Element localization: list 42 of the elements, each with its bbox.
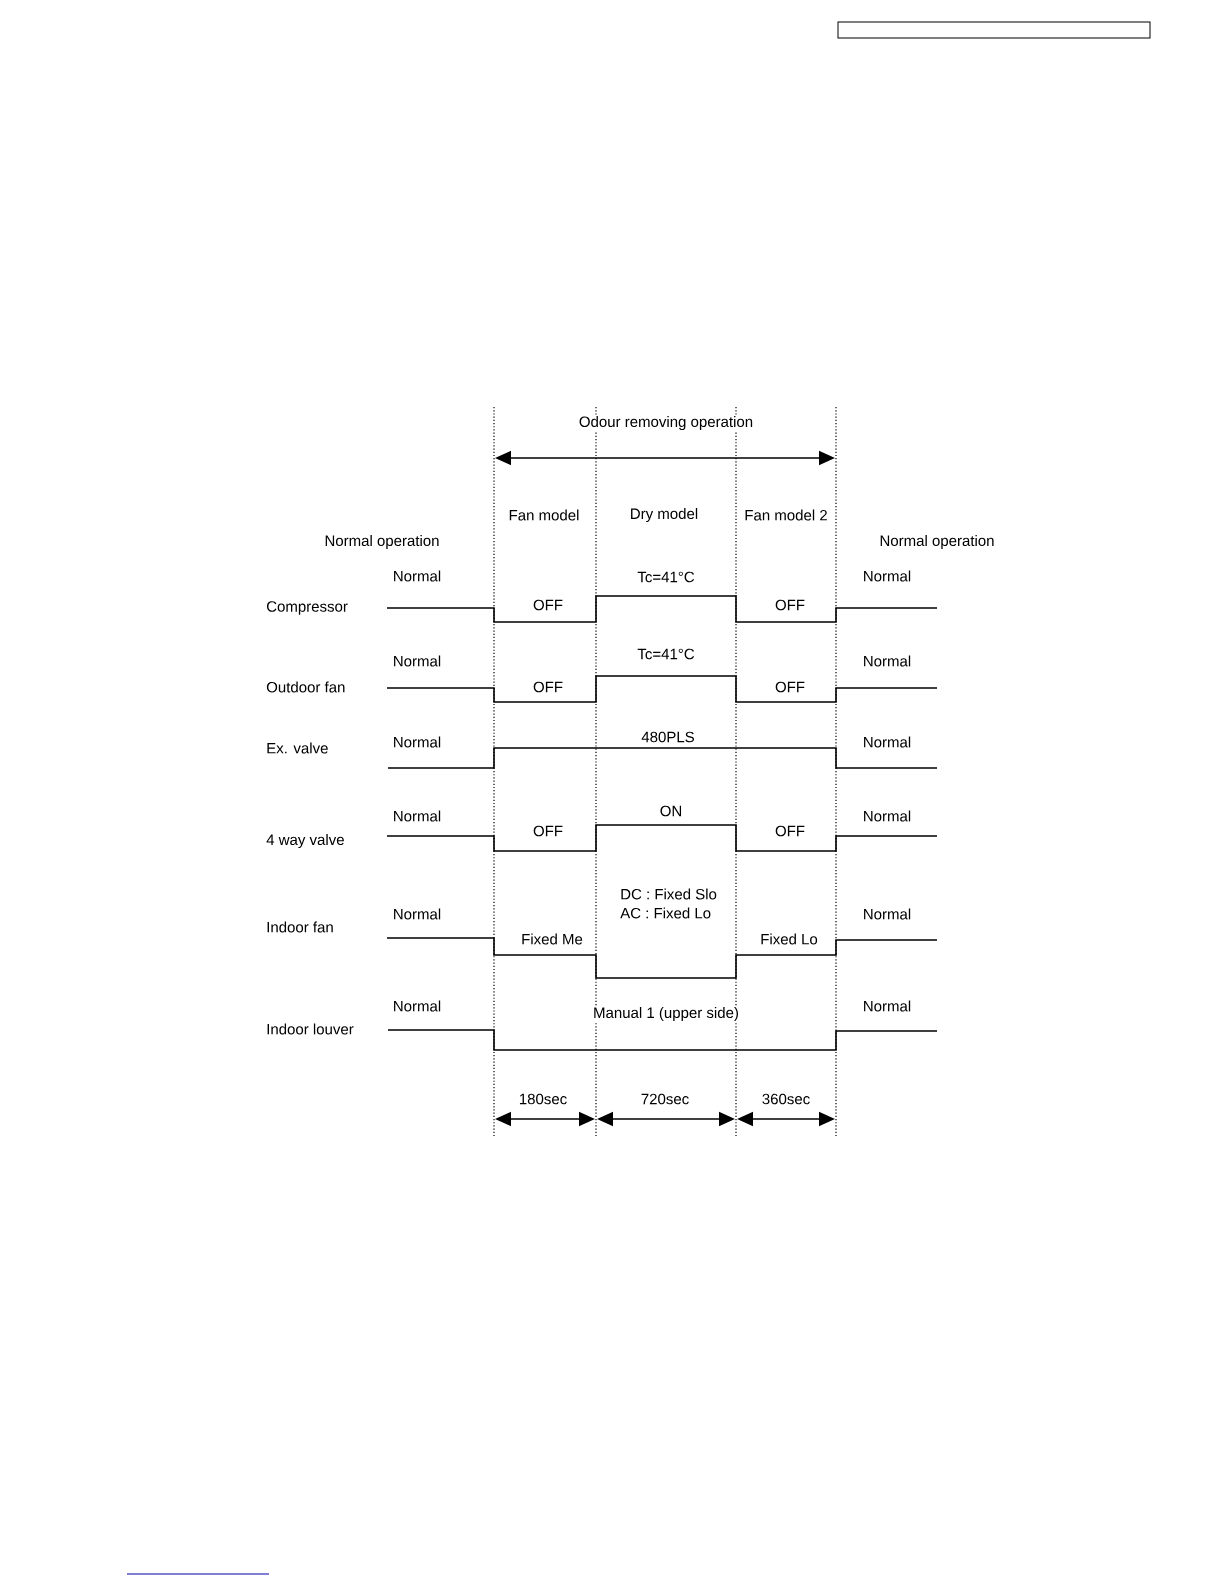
label: Manual 1 (upper side) — [592, 1006, 740, 1022]
label: 4 way valve — [265, 833, 346, 849]
label: AC : Fixed Lo — [619, 906, 713, 920]
label: OFF — [532, 824, 564, 838]
label: Normal — [391, 654, 443, 668]
label: 180sec — [517, 1092, 569, 1106]
label: Normal — [861, 809, 913, 823]
label: Normal operation — [323, 534, 441, 550]
label: Normal — [861, 735, 913, 749]
label: Ex. valve — [265, 741, 330, 755]
label: Normal — [391, 999, 443, 1013]
label: Fixed Lo — [759, 932, 819, 946]
label: OFF — [774, 598, 806, 612]
label: Normal — [391, 907, 443, 921]
label: Normal — [861, 999, 913, 1013]
label: Normal — [861, 569, 913, 583]
label: OFF — [774, 680, 806, 694]
label: OFF — [532, 680, 564, 694]
label: Normal — [861, 654, 913, 668]
label: Normal operation — [878, 534, 996, 550]
label: Normal — [391, 735, 443, 749]
label: Normal — [861, 907, 913, 921]
label: Tc=41°C — [636, 570, 696, 584]
label: Dry model — [628, 507, 700, 523]
label: OFF — [532, 598, 564, 612]
label: Outdoor fan — [265, 680, 347, 694]
label: Indoor fan — [265, 920, 335, 934]
label: DC : Fixed Slo — [619, 887, 718, 901]
label: 360sec — [760, 1092, 812, 1106]
label: Indoor louver — [265, 1022, 355, 1036]
label: Normal — [391, 569, 443, 583]
label: 720sec — [639, 1092, 691, 1106]
label: Fan model 2 — [743, 508, 829, 522]
label: Fan model — [507, 508, 581, 522]
label: Compressor — [265, 600, 349, 616]
label: Tc=41°C — [636, 647, 696, 661]
label: Normal — [391, 809, 443, 823]
label: ON — [658, 804, 684, 818]
label: Odour removing operation — [577, 415, 755, 431]
label: 480PLS — [640, 730, 696, 744]
label: OFF — [774, 824, 806, 838]
label: Fixed Me — [520, 932, 584, 946]
